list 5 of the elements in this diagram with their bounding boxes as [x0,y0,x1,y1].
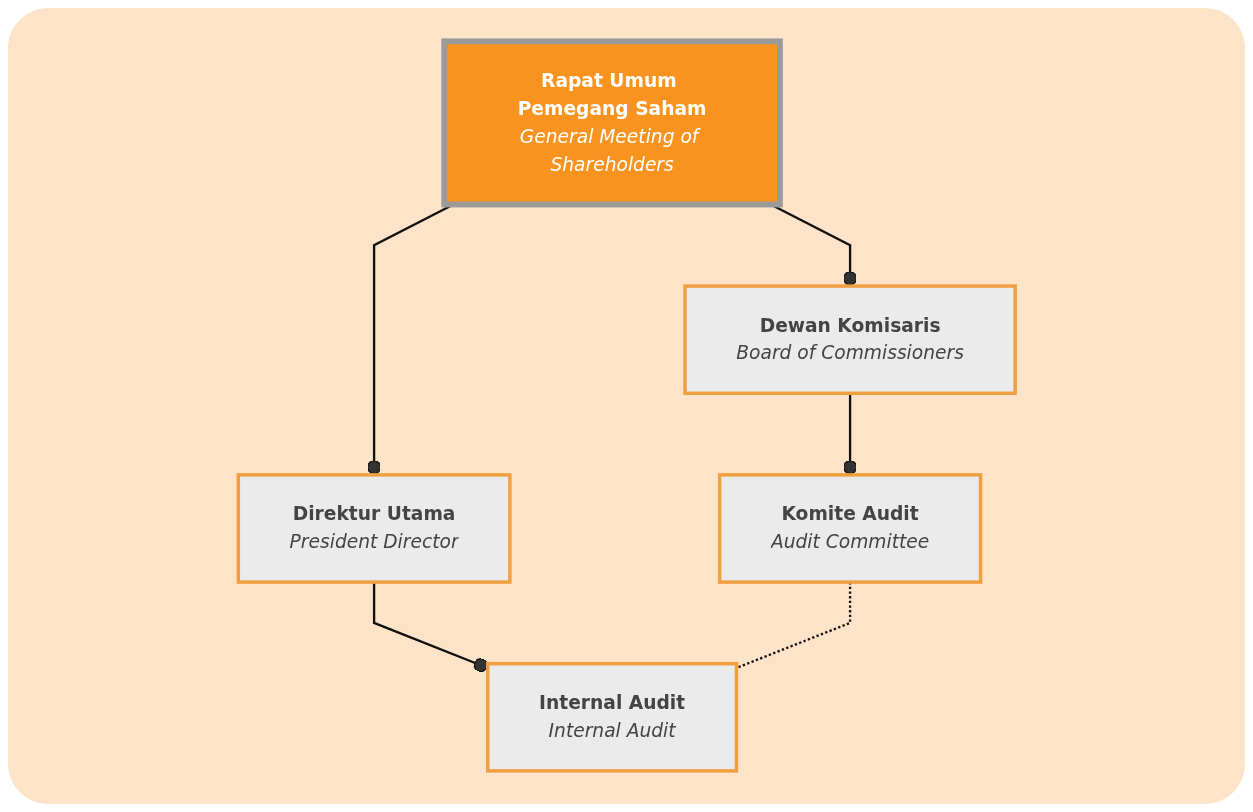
connector [842,393,857,475]
connector [372,582,488,673]
node-box: Rapat Umum Pemegang Saham General Meeting of Shareholders [441,38,783,208]
node-box: Internal Audit Internal Audit [485,661,738,773]
node-box: Dewan Komisaris Board of Commissioners [683,284,1017,395]
